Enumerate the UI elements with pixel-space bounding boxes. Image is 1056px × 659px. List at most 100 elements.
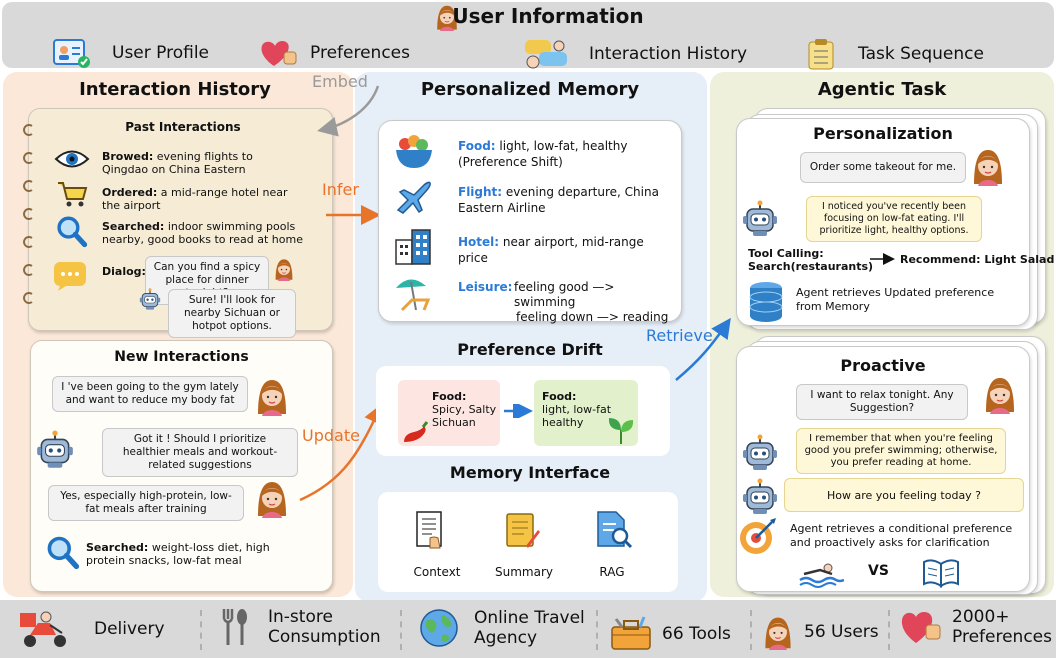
footer-item-label: In-store Consumption [268,607,381,647]
context-document-icon [414,510,446,554]
footer-item-tools: 66 Tools [608,615,731,653]
memory-label: Hotel: [458,235,500,249]
memory-flight: Flight: evening departure, China Eastern… [458,184,673,216]
personalized-memory-title: Personalized Memory [420,79,640,100]
personalization-bot-bubble: I noticed you've recently been focusing … [806,196,982,242]
update-label: Update [302,426,360,445]
drift-label: Food: [542,390,577,403]
memory-leisure-line: feeling good —> swimming [514,280,615,309]
database-icon [746,280,786,328]
memory-text: evening departure, China Eastern Airline [458,185,659,215]
footer-divider [888,610,890,650]
agentic-task-title: Agentic Task [817,79,947,100]
toolbox-icon [608,615,654,653]
footer-item-label: 66 Tools [662,624,731,644]
embed-label: Embed [312,72,368,91]
new-interactions-title: New Interactions [114,349,249,365]
retrieve-arrow [675,317,731,381]
user-avatar-icon [760,612,796,652]
memory-label: Food: [458,139,496,153]
footer-item-label: Online Travel Agency [474,608,585,648]
header-title: User Information [452,4,644,28]
interface-summary-label: Summary [495,565,553,579]
footer-item-label: 56 Users [804,622,879,642]
summary-notepad-icon [504,510,540,554]
airplane-icon [394,180,434,220]
vs-label: VS [868,563,889,579]
dialog-bot-bubble: Sure! I'll look for nearby Sichuan or ho… [168,289,296,338]
header-bar [2,2,1054,68]
footer-item-preferences: 2000+ Preferences [898,607,1052,647]
old-preference-text: Food: Spicy, Salty Sichuan [432,390,498,429]
interaction-history-title: Interaction History [79,79,271,100]
proactive-bot-bubble: I remember that when you're feeling good… [796,428,1006,474]
drift-arrow [504,404,533,418]
hotel-building-icon [392,228,434,270]
footer-bar [0,600,1056,658]
infer-label: Infer [322,180,359,199]
header-item-task-sequence: Task Sequence [806,38,984,70]
header-item-label: User Profile [112,43,210,63]
globe-icon [418,607,460,649]
header-item-label: Interaction History [589,44,748,64]
drift-text: Spicy, Salty Sichuan [432,403,497,429]
searched-label: Searched: [86,541,149,554]
tool-calling-label: Tool Calling: [748,247,824,260]
footer-item-users: 56 Users [760,612,879,652]
memory-card [378,120,682,322]
personalization-retrieve-text: Agent retrieves Updated preference from … [796,286,995,313]
interface-context-label: Context [413,565,461,579]
new-searched-row: Searched: weight-loss diet, high protein… [86,541,296,567]
footer-divider [750,610,752,650]
leaf-sprout-icon [606,414,636,450]
proactive-user-bubble: I want to relax tonight. Any Suggestion? [796,384,968,420]
delivery-scooter-icon [16,607,76,651]
footer-divider [200,610,202,650]
user-avatar-icon [968,144,1008,192]
memory-food: Food: light, low-fat, healthy (Preferenc… [458,138,673,170]
robot-icon [740,200,780,244]
tool-calling-call: Search(restaurants) [748,260,874,273]
chili-pepper-icon [400,420,430,450]
footer-item-delivery: Delivery [16,607,165,651]
footer-item-label: 2000+ Preferences [952,607,1052,647]
embed-arrow [317,85,380,137]
past-row-dialog: Dialog: [102,265,146,278]
past-row-label: Searched: [102,220,165,233]
proactive-ask-bubble: How are you feeling today ? [784,478,1024,512]
recommend-arrow [870,253,895,265]
memory-leisure: Leisure: [458,280,512,295]
swimming-icon [798,560,845,592]
memory-leisure-line: feeling down —> reading [516,310,669,324]
preference-drift-title: Preference Drift [457,340,603,359]
header-item-interaction-history: Interaction History [521,38,747,70]
footer-item-online-travel: Online Travel Agency [418,607,604,649]
tool-calling-text: Tool Calling: Search(restaurants) [748,247,873,273]
memory-label: Leisure: [458,280,513,294]
memory-label: Flight: [458,185,503,199]
past-row-text: a mid-range hotel near the airport [102,186,288,212]
memory-text: near airport, mid-range price [458,235,644,265]
rag-search-document-icon [594,510,634,554]
searched-text: weight-loss diet, high protein snacks, l… [86,541,270,567]
user-avatar-icon [980,372,1020,420]
new-preference-text: Food: light, low-fat healthy [542,390,622,429]
past-row-text: indoor swimming pools nearby, good books… [102,220,303,246]
target-dart-icon [738,516,778,560]
header-item-label: Preferences [310,43,410,63]
new-user-bubble-1: I 've been going to the gym lately and w… [52,376,248,412]
clipboard-icon [806,38,836,70]
personalization-user-bubble: Order some takeout for me. [800,152,966,183]
past-row-ordered: Ordered: a mid-range hotel near the airp… [102,186,292,212]
memory-interface-title: Memory Interface [449,463,611,482]
heart-thumb-icon [258,38,302,68]
memory-text: light, low-fat, healthy (Preference Shif… [458,139,628,169]
beach-chair-icon [392,274,434,318]
recommend-text: Recommend: Light Salad [900,253,1055,266]
footer-divider [400,610,402,650]
retrieve-label: Retrieve [646,326,713,345]
header-item-preferences: Preferences [258,38,410,68]
past-row-searched: Searched: indoor swimming pools nearby, … [102,220,307,246]
footer-item-label: Delivery [94,619,165,639]
